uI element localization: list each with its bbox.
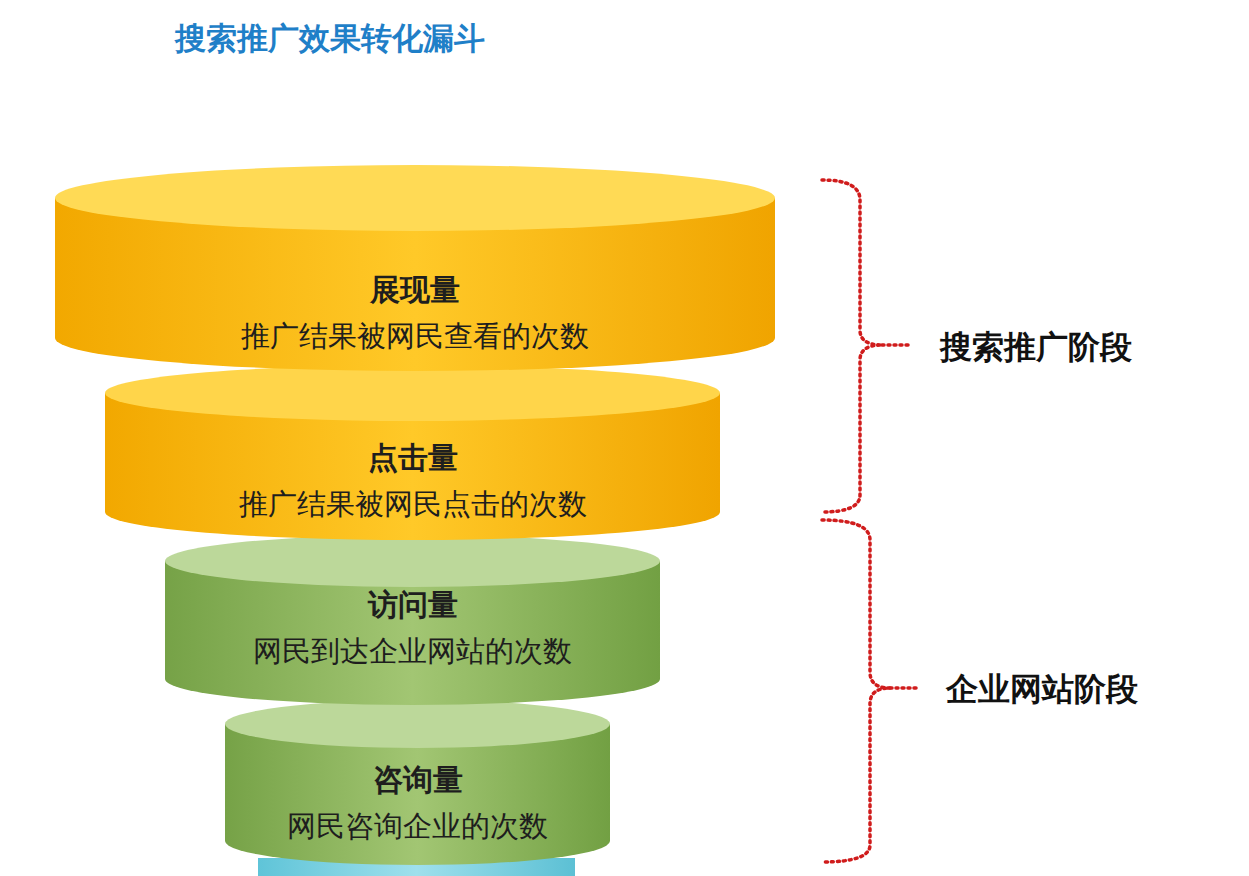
stage-label: 搜索推广阶段: [940, 326, 1132, 370]
funnel-band: 咨询量网民咨询企业的次数: [225, 700, 610, 865]
band-top: [105, 365, 720, 421]
band-text: 咨询量网民咨询企业的次数: [225, 757, 610, 849]
diagram-title: 搜索推广效果转化漏斗: [175, 18, 485, 60]
band-heading: 访问量: [165, 582, 660, 628]
band-top: [225, 700, 610, 748]
funnel-band: 访问量网民到达企业网站的次数: [165, 535, 660, 705]
stage-brackets: [822, 180, 918, 862]
funnel-band: 点击量推广结果被网民点击的次数: [105, 365, 720, 540]
band-description: 推广结果被网民查看的次数: [55, 313, 775, 359]
funnel-band: 展现量推广结果被网民查看的次数: [55, 165, 775, 371]
band-description: 推广结果被网民点击的次数: [105, 481, 720, 527]
band-description: 网民到达企业网站的次数: [165, 628, 660, 674]
band-heading: 咨询量: [225, 757, 610, 803]
band-top: [165, 535, 660, 587]
band-text: 点击量推广结果被网民点击的次数: [105, 435, 720, 527]
band-text: 访问量网民到达企业网站的次数: [165, 582, 660, 674]
band-heading: 点击量: [105, 435, 720, 481]
band-text: 展现量推广结果被网民查看的次数: [55, 267, 775, 359]
band-description: 网民咨询企业的次数: [225, 803, 610, 849]
stage-label: 企业网站阶段: [946, 668, 1138, 712]
band-heading: 展现量: [55, 267, 775, 313]
band-top: [55, 165, 775, 231]
